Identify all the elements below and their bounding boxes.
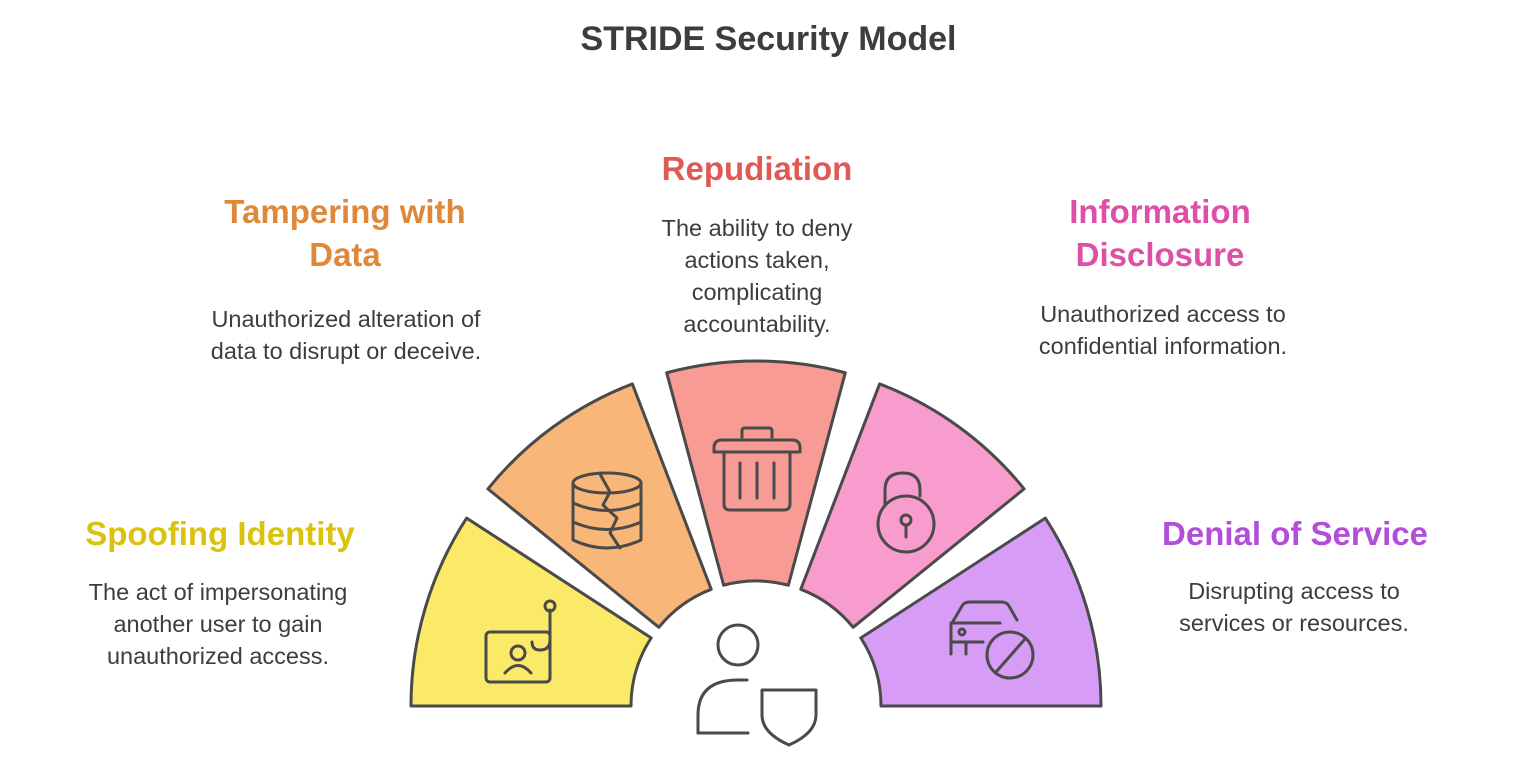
spoofing-description: The act of impersonating another user to… [88,579,348,669]
tampering-description: Unauthorized alteration of data to disru… [210,306,482,364]
user-shield-icon [696,623,818,747]
segment-spoofing [409,516,653,708]
tampering-title: Tampering with Data [224,193,466,273]
broken-database-icon [571,471,643,550]
diagram-title: STRIDE Security Model [580,20,957,58]
dos-description: Disrupting access to services or resourc… [1179,578,1409,636]
unlocked-padlock-icon [876,471,936,554]
dos-title: Denial of Service [1162,515,1428,552]
segment-disclosure [799,382,1026,629]
phishing-hook-icon [484,599,557,684]
spoofing-title: Spoofing Identity [85,515,355,552]
disclosure-title: Information Disclosure [1069,193,1251,273]
blocked-car-icon [949,600,1035,680]
disclosure-description: Unauthorized access to confidential info… [1038,301,1288,359]
segment-dos [859,516,1103,708]
wheel-segments [409,359,1103,708]
segment-tampering [486,382,713,629]
repudiation-description: The ability to deny actions taken, compl… [661,215,853,337]
repudiation-title: Repudiation [661,150,853,187]
trash-can-icon [712,426,802,512]
